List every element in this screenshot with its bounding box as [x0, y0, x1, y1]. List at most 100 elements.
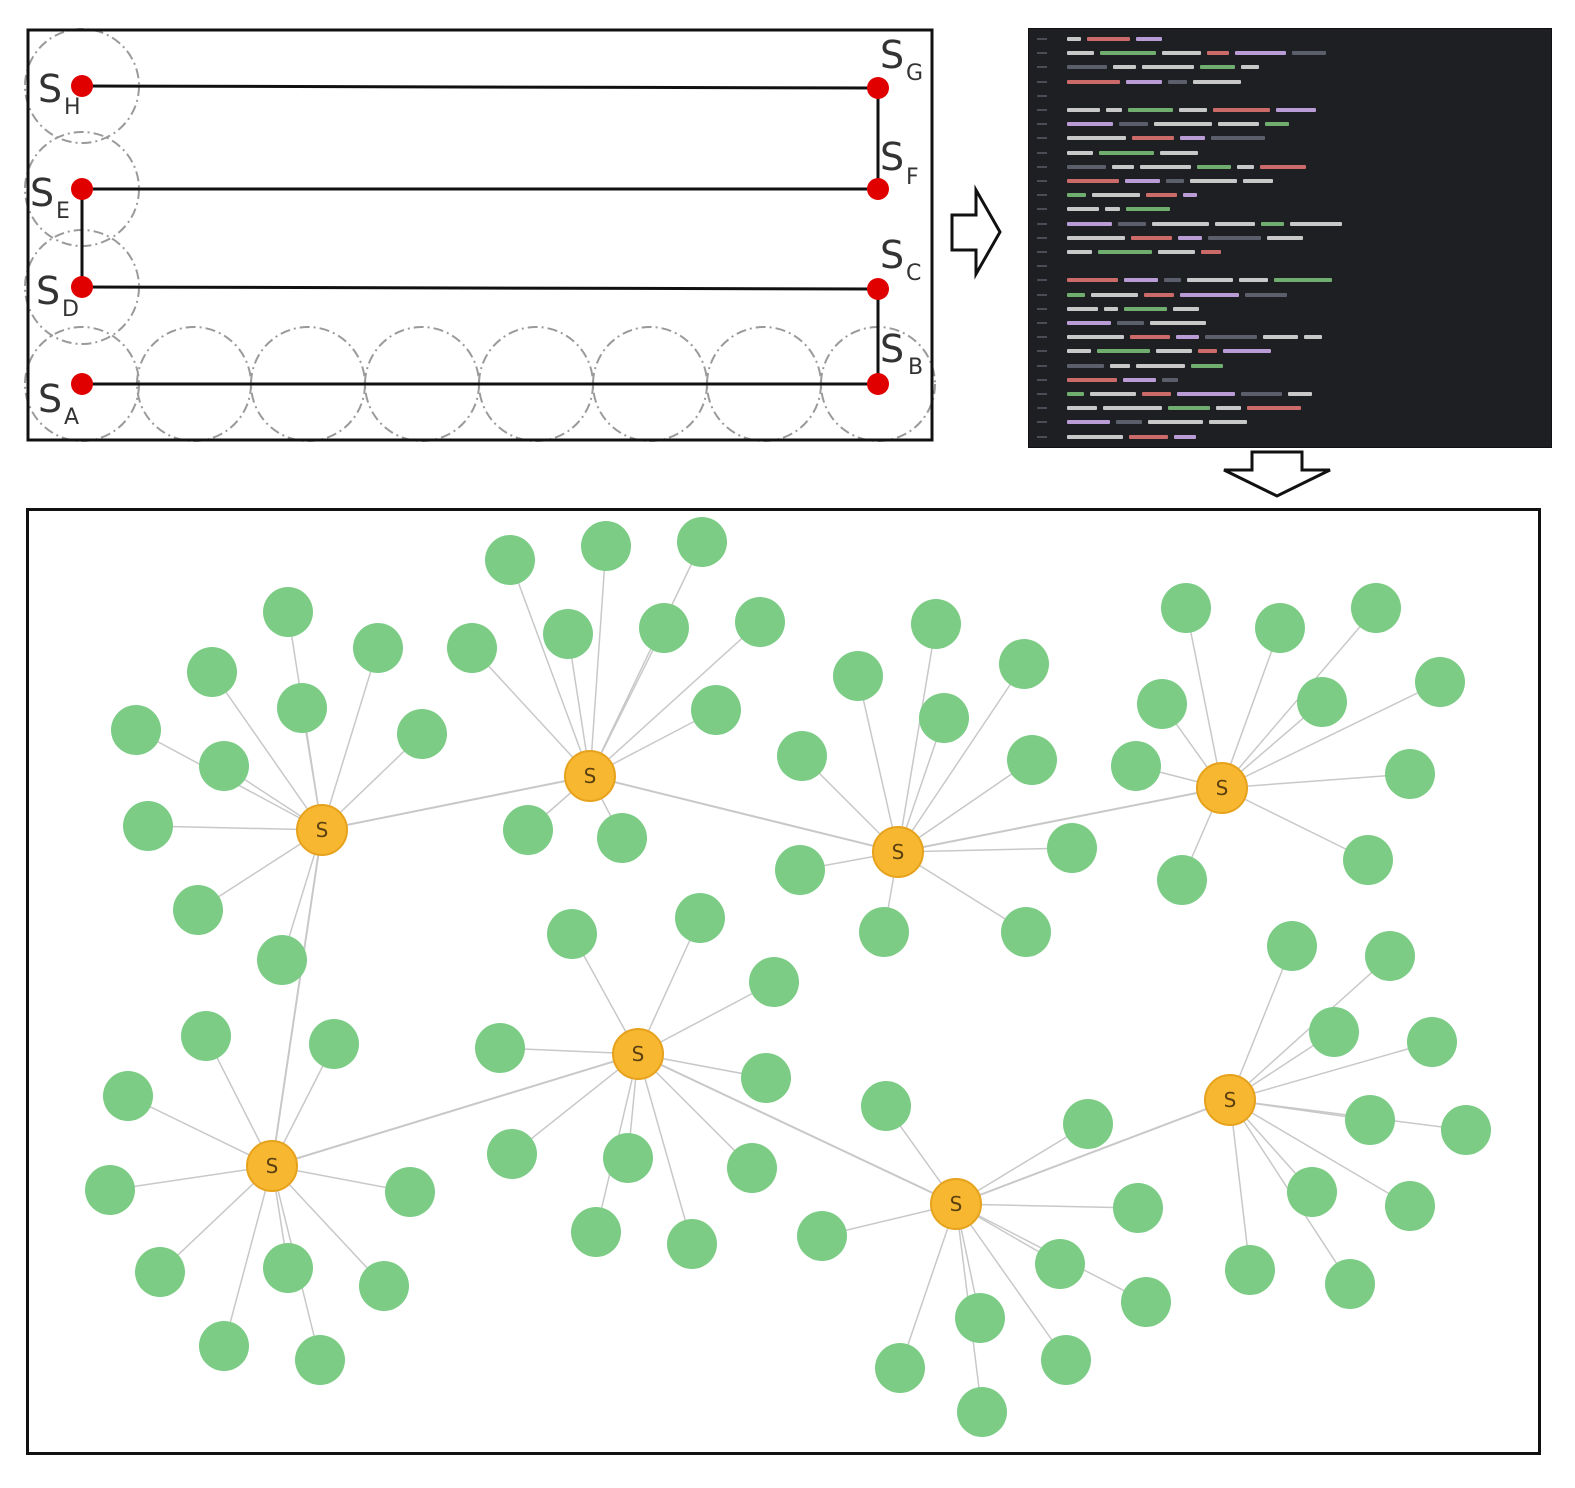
leaf-edge — [1185, 607, 1223, 789]
leaf-node — [999, 639, 1049, 689]
leaf-edge — [637, 1053, 693, 1245]
leaf-node — [797, 1211, 847, 1261]
hub-node — [930, 1178, 982, 1230]
leaf-edge — [1221, 787, 1369, 861]
code-line — [1037, 404, 1537, 413]
leaf-node — [353, 623, 403, 673]
leaf-node — [173, 885, 223, 935]
sensor-point — [867, 373, 889, 395]
leaf-edge — [223, 1165, 273, 1347]
code-line — [1037, 248, 1537, 257]
sensor-point — [867, 278, 889, 300]
hub-node-label: S — [584, 764, 597, 788]
leaf-node — [1267, 921, 1317, 971]
leaf-edge — [589, 627, 665, 777]
sensor-label: S — [880, 233, 904, 277]
path-segment — [81, 285, 879, 291]
leaf-node — [199, 1321, 249, 1371]
leaf-node — [1309, 1007, 1359, 1057]
leaf-node — [603, 1133, 653, 1183]
leaf-node — [295, 1335, 345, 1385]
code-line — [1037, 305, 1537, 314]
leaf-node — [749, 957, 799, 1007]
leaf-node — [861, 1081, 911, 1131]
code-editor-panel — [1028, 28, 1552, 448]
hub-node-label: S — [266, 1154, 279, 1178]
code-line — [1037, 433, 1537, 442]
leaf-node — [1325, 1259, 1375, 1309]
floor-plan-border — [26, 28, 934, 442]
hub-node-label: S — [892, 840, 905, 864]
leaf-node — [385, 1167, 435, 1217]
leaf-node — [123, 801, 173, 851]
leaf-edge — [1229, 1099, 1411, 1207]
leaf-node — [911, 599, 961, 649]
leaf-node — [581, 521, 631, 571]
hub-node — [564, 750, 616, 802]
leaf-edge — [109, 1165, 273, 1191]
sensor-label-subscript: E — [56, 199, 70, 224]
leaf-node — [677, 517, 727, 567]
leaf-node — [775, 845, 825, 895]
code-line — [1037, 418, 1537, 427]
sensor-point — [71, 276, 93, 298]
leaf-node — [1007, 735, 1057, 785]
sensor-label: S — [880, 327, 904, 371]
leaf-node — [957, 1387, 1007, 1437]
leaf-node — [111, 705, 161, 755]
flow-arrows — [950, 184, 1331, 498]
leaf-node — [1441, 1105, 1491, 1155]
leaf-node — [181, 1011, 231, 1061]
code-line — [1037, 92, 1537, 101]
leaf-node — [859, 907, 909, 957]
sensor-point — [71, 178, 93, 200]
hub-edge — [897, 787, 1223, 853]
code-line — [1037, 149, 1537, 158]
leaf-node — [727, 1143, 777, 1193]
leaf-edge — [1221, 681, 1441, 789]
code-line — [1037, 333, 1537, 342]
leaf-node — [1385, 1181, 1435, 1231]
leaf-node — [1121, 1277, 1171, 1327]
leaf-node — [447, 623, 497, 673]
leaf-node — [85, 1165, 135, 1215]
hub-node — [1196, 762, 1248, 814]
arrow-down-icon — [1223, 450, 1331, 498]
code-line — [1037, 35, 1537, 44]
leaf-node — [833, 651, 883, 701]
sensor-point — [71, 75, 93, 97]
sensor-label-subscript: A — [64, 405, 79, 430]
leaf-node — [485, 535, 535, 585]
leaf-node — [1297, 677, 1347, 727]
code-line — [1037, 120, 1537, 129]
code-line — [1037, 63, 1537, 72]
leaf-node — [1063, 1099, 1113, 1149]
leaf-edge — [1221, 627, 1281, 789]
leaf-edge — [511, 1053, 639, 1155]
code-line — [1037, 291, 1537, 300]
leaf-node — [1047, 823, 1097, 873]
leaf-node — [309, 1019, 359, 1069]
leaf-edge — [471, 647, 591, 777]
leaf-node — [263, 587, 313, 637]
leaf-node — [1161, 583, 1211, 633]
leaf-node — [487, 1129, 537, 1179]
code-line — [1037, 106, 1537, 115]
sensor-label-subscript: B — [908, 355, 923, 380]
sensor-label: S — [38, 67, 62, 111]
code-line — [1037, 347, 1537, 356]
leaf-node — [543, 609, 593, 659]
leaf-node — [741, 1053, 791, 1103]
sensor-label-subscript: F — [906, 165, 919, 190]
leaf-node — [1111, 741, 1161, 791]
leaf-edge — [955, 1203, 1139, 1209]
leaf-node — [1225, 1245, 1275, 1295]
code-line — [1037, 376, 1537, 385]
leaf-node — [187, 647, 237, 697]
sensor-label: S — [880, 33, 904, 77]
leaf-node — [359, 1261, 409, 1311]
leaf-node — [597, 813, 647, 863]
leaf-node — [691, 685, 741, 735]
